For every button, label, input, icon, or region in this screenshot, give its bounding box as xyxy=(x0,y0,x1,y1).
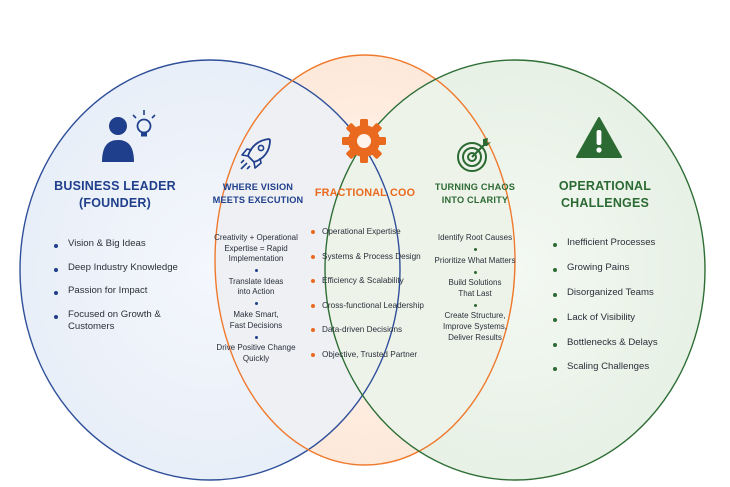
separator-dot xyxy=(418,244,532,256)
clarity-list-item: Create Structure,Improve Systems,Deliver… xyxy=(418,311,532,343)
separator-dot xyxy=(200,298,312,310)
leader-title: BUSINESS LEADER (FOUNDER) xyxy=(54,179,176,210)
challenges-list-item: Disorganized Teams xyxy=(553,287,683,300)
vision-list-line: into Action xyxy=(237,287,275,297)
clarity-list-line: Prioritize What Matters xyxy=(434,255,516,265)
target-icon xyxy=(457,138,491,172)
vision-list-item: Make Smart,Fast Decisions xyxy=(200,310,312,331)
clarity-list-line: Identify Root Causes xyxy=(437,233,513,242)
vision-list-line: Fast Decisions xyxy=(229,320,283,330)
clarity-list-line: Improve Systems, xyxy=(442,321,507,331)
challenges-list-item: Bottlenecks & Delays xyxy=(553,337,683,350)
challenges-list-item: Lack of Visibility xyxy=(553,312,683,325)
separator-dot xyxy=(200,265,312,277)
coo-title: FRACTIONAL COO xyxy=(314,187,416,199)
separator-dot xyxy=(418,266,532,278)
warning-icon xyxy=(576,117,622,158)
clarity-list-item: Prioritize What Matters xyxy=(418,256,532,267)
rocket-icon xyxy=(240,138,271,170)
leader-list-item: Deep Industry Knowledge xyxy=(54,262,194,275)
person-with-lightbulb-icon xyxy=(102,110,156,162)
coo-list-item: Cross-functional Leadership xyxy=(311,300,435,311)
vision-list-line: Drive Positive Change xyxy=(216,343,296,353)
separator-dot xyxy=(200,331,312,343)
clarity-list-line: That Last xyxy=(458,288,492,298)
gear-icon xyxy=(342,119,386,163)
challenges-title: OPERATIONAL CHALLENGES xyxy=(558,179,652,210)
leader-list-item: Passion for Impact xyxy=(54,285,194,298)
challenges-list-item: Inefficient Processes xyxy=(553,237,683,250)
coo-list-item: Data-driven Decisions xyxy=(311,324,435,335)
clarity-overlap xyxy=(325,60,515,465)
clarity-list-line: Build Solutions xyxy=(448,278,502,288)
vision-list-line: Implementation xyxy=(228,254,284,264)
vision-title: WHERE VISION MEETS EXECUTION xyxy=(212,182,304,205)
leader-list-item: Focused on Growth & Customers xyxy=(54,309,168,334)
clarity-title: TURNING CHAOS INTO CLARITY xyxy=(434,182,516,205)
vision-list-line: Make Smart, xyxy=(233,309,279,319)
vision-list-line: Expertise = Rapid xyxy=(224,243,288,253)
challenges-list-item: Scaling Challenges xyxy=(553,361,683,374)
vision-list-line: Quickly xyxy=(242,353,270,363)
challenges-list-item: Growing Pains xyxy=(553,262,683,275)
coo-list-item: Efficiency & Scalability xyxy=(311,275,435,286)
clarity-list-line: Create Structure, xyxy=(444,311,506,321)
coo-list-item: Systems & Process Design xyxy=(311,251,435,262)
vision-list-line: Translate Ideas xyxy=(228,276,284,286)
coo-list-item: Operational Expertise xyxy=(311,226,435,237)
clarity-list-line: Deliver Results xyxy=(448,332,502,342)
coo-list-item: Objective, Trusted Partner xyxy=(311,349,435,360)
vision-list-line: Creativity + Operational xyxy=(214,233,298,242)
separator-dot xyxy=(418,299,532,311)
clarity-list-item: Identify Root Causes xyxy=(418,233,532,244)
leader-list-item: Vision & Big Ideas xyxy=(54,238,194,251)
